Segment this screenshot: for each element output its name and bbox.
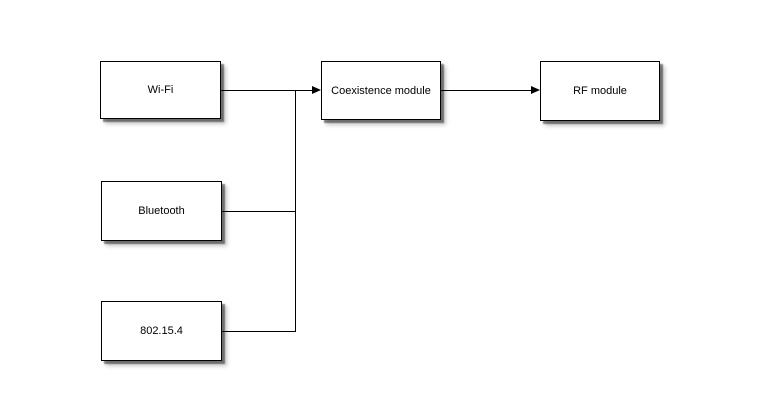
connector-802-15-4-to-junction xyxy=(222,331,295,332)
block-rf-module-label: RF module xyxy=(573,85,627,97)
connector-junction-vertical xyxy=(295,90,296,332)
block-rf-module[interactable]: RF module xyxy=(540,61,660,121)
block-coexistence-module[interactable]: Coexistence module xyxy=(321,61,441,120)
connector-coexistence-to-rf xyxy=(441,90,531,91)
arrowhead-icon-coexistence-input xyxy=(312,86,321,94)
block-wifi-label: Wi-Fi xyxy=(147,84,174,96)
arrowhead-icon-rf-input xyxy=(531,86,540,94)
block-bluetooth[interactable]: Bluetooth xyxy=(101,181,222,241)
block-wifi[interactable]: Wi-Fi xyxy=(100,61,221,119)
block-802-15-4-label: 802.15.4 xyxy=(140,325,183,337)
block-802-15-4[interactable]: 802.15.4 xyxy=(101,301,222,361)
block-bluetooth-label: Bluetooth xyxy=(138,205,185,217)
connector-wifi-to-coexistence xyxy=(221,90,312,91)
block-coexistence-module-label: Coexistence module xyxy=(331,84,431,97)
connector-bluetooth-to-junction xyxy=(222,211,295,212)
